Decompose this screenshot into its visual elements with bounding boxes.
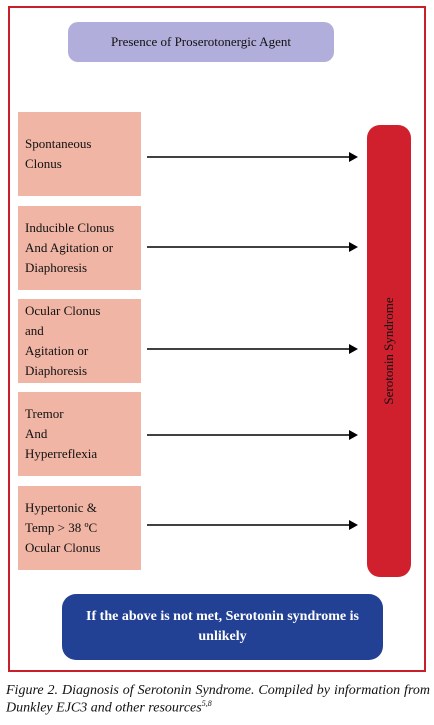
criterion-label: Ocular Clonus and Agitation or Diaphores… xyxy=(25,302,101,379)
figure-caption: Figure 2. Diagnosis of Serotonin Syndrom… xyxy=(6,682,430,717)
arrow-icon xyxy=(147,242,358,252)
criterion-label: Inducible Clonus And Agitation or Diapho… xyxy=(25,219,115,276)
criterion-label: Hypertonic & Temp > 38 ºC Ocular Clonus xyxy=(25,499,101,556)
arrow-icon xyxy=(147,152,358,162)
criterion-box: Tremor And Hyperreflexia xyxy=(18,392,141,476)
arrow-icon xyxy=(147,430,358,440)
agent-label: Presence of Proserotonergic Agent xyxy=(111,34,291,49)
serotonin-syndrome-label: Serotonin Syndrome xyxy=(381,297,396,405)
criterion-box: Ocular Clonus and Agitation or Diaphores… xyxy=(18,299,141,383)
criterion-box: Spontaneous Clonus xyxy=(18,112,141,196)
criterion-box: Hypertonic & Temp > 38 ºC Ocular Clonus xyxy=(18,486,141,570)
agent-box: Presence of Proserotonergic Agent xyxy=(68,22,334,62)
criterion-label: Spontaneous Clonus xyxy=(25,135,92,171)
serotonin-syndrome-bar xyxy=(367,125,411,577)
unlikely-note-text: If the above is not met, Serotonin syndr… xyxy=(86,608,359,644)
arrow-icon xyxy=(147,344,358,354)
criterion-label: Tremor And Hyperreflexia xyxy=(25,405,98,462)
caption-text: Figure 2. Diagnosis of Serotonin Syndrom… xyxy=(6,683,430,716)
unlikely-note-box: If the above is not met, Serotonin syndr… xyxy=(62,594,383,660)
arrow-icon xyxy=(147,520,358,530)
caption-reference: 5,8 xyxy=(201,699,212,709)
criterion-box: Inducible Clonus And Agitation or Diapho… xyxy=(18,206,141,290)
